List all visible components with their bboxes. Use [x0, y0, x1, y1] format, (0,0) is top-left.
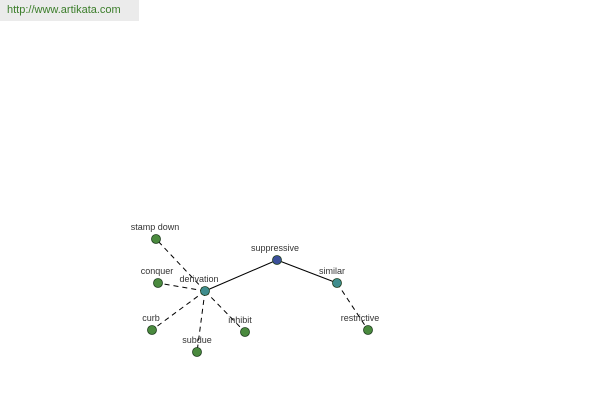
node-label-curb[interactable]: curb: [142, 313, 160, 323]
node-conquer[interactable]: conquer: [141, 266, 174, 288]
node-label-inhibit[interactable]: inhibit: [228, 315, 252, 325]
node-marker-subdue[interactable]: [192, 347, 202, 357]
node-label-stamp-down[interactable]: stamp down: [131, 222, 180, 232]
site-url-link[interactable]: http://www.artikata.com: [7, 4, 121, 16]
node-similar[interactable]: similar: [319, 266, 345, 288]
node-label-similar[interactable]: similar: [319, 266, 345, 276]
edge-derivation-subdue: [196, 290, 206, 353]
node-inhibit[interactable]: inhibit: [228, 315, 252, 337]
edge-similar-restrictive: [336, 282, 369, 331]
node-label-suppressive[interactable]: suppressive: [251, 243, 299, 253]
url-bar: http://www.artikata.com: [0, 0, 139, 21]
edge-derivation-stamp-down: [155, 238, 206, 292]
node-marker-suppressive[interactable]: [272, 255, 282, 265]
edge-derivation-conquer: [157, 282, 206, 292]
nodes-layer: suppressive derivation similar stamp down co…: [131, 222, 380, 357]
node-marker-inhibit[interactable]: [240, 327, 250, 337]
node-label-subdue[interactable]: subdue: [182, 335, 212, 345]
node-marker-restrictive[interactable]: [363, 325, 373, 335]
node-suppressive[interactable]: suppressive: [251, 243, 299, 265]
node-subdue[interactable]: subdue: [182, 335, 212, 357]
node-marker-stamp-down[interactable]: [151, 234, 161, 244]
edge-derivation-curb: [151, 290, 206, 331]
node-curb[interactable]: curb: [142, 313, 160, 335]
edge-derivation-inhibit: [204, 290, 246, 333]
edge-suppressive-derivation: [204, 259, 278, 292]
node-marker-derivation[interactable]: [200, 286, 210, 296]
node-label-conquer[interactable]: conquer: [141, 266, 174, 276]
node-marker-conquer[interactable]: [153, 278, 163, 288]
node-label-restrictive[interactable]: restrictive: [341, 313, 380, 323]
edge-suppressive-similar: [276, 259, 338, 284]
node-label-derivation[interactable]: derivation: [179, 274, 218, 284]
edges-layer: [151, 238, 369, 353]
node-derivation[interactable]: derivation: [179, 274, 219, 296]
node-restrictive[interactable]: restrictive: [341, 313, 380, 335]
node-marker-curb[interactable]: [147, 325, 157, 335]
node-marker-similar[interactable]: [332, 278, 342, 288]
node-stamp-down[interactable]: stamp down: [131, 222, 180, 244]
